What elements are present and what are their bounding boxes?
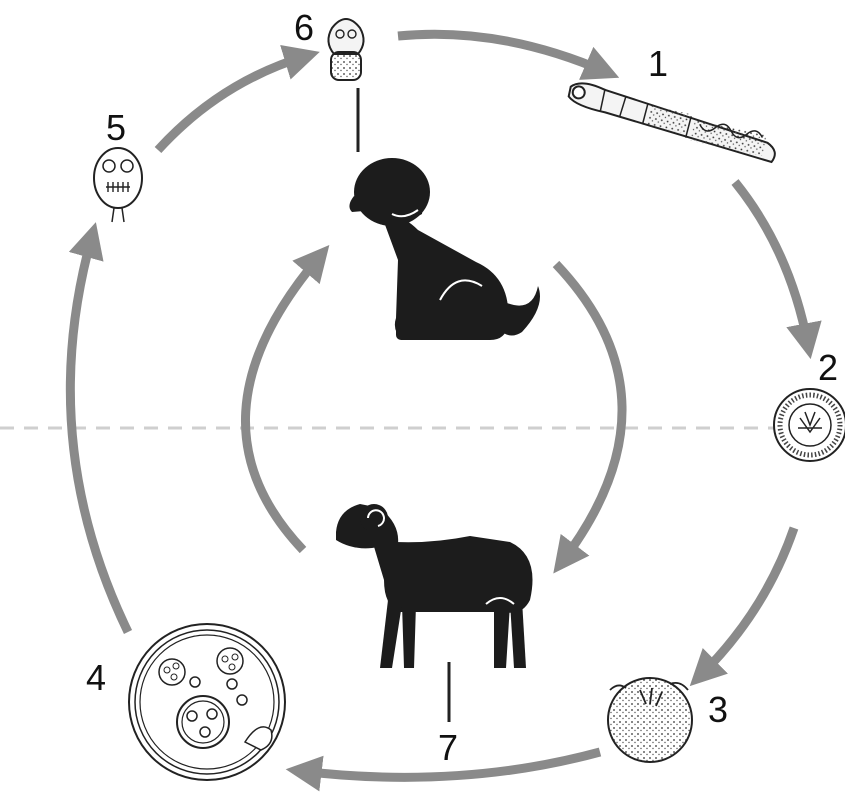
arrow-1-to-2 <box>735 182 808 345</box>
stage-label-5: 5 <box>106 107 126 148</box>
scolex-attached-icon <box>328 19 363 80</box>
adult-tapeworm-icon <box>564 81 781 163</box>
stage-label-3: 3 <box>708 689 728 730</box>
stage-label-6: 6 <box>294 7 314 48</box>
sheep-silhouette-icon <box>336 504 533 668</box>
protoscolex-icon <box>94 148 142 222</box>
stage-label-7: 7 <box>438 727 458 768</box>
hydatid-cyst-icon <box>129 624 285 780</box>
arrow-dog-to-sheep <box>556 264 622 562</box>
dog-silhouette-icon <box>349 158 540 340</box>
stage-label-2: 2 <box>818 347 838 388</box>
stage-label-1: 1 <box>648 43 668 84</box>
arrow-5-to-6 <box>158 56 306 150</box>
stage-label-4: 4 <box>86 657 106 698</box>
arrow-2-to-3 <box>700 528 794 676</box>
arrow-4-to-5 <box>70 236 128 632</box>
oncosphere-icon <box>608 678 692 762</box>
egg-icon <box>774 389 845 461</box>
arrow-sheep-to-dog <box>245 256 320 550</box>
arrow-6-to-1 <box>398 34 606 72</box>
